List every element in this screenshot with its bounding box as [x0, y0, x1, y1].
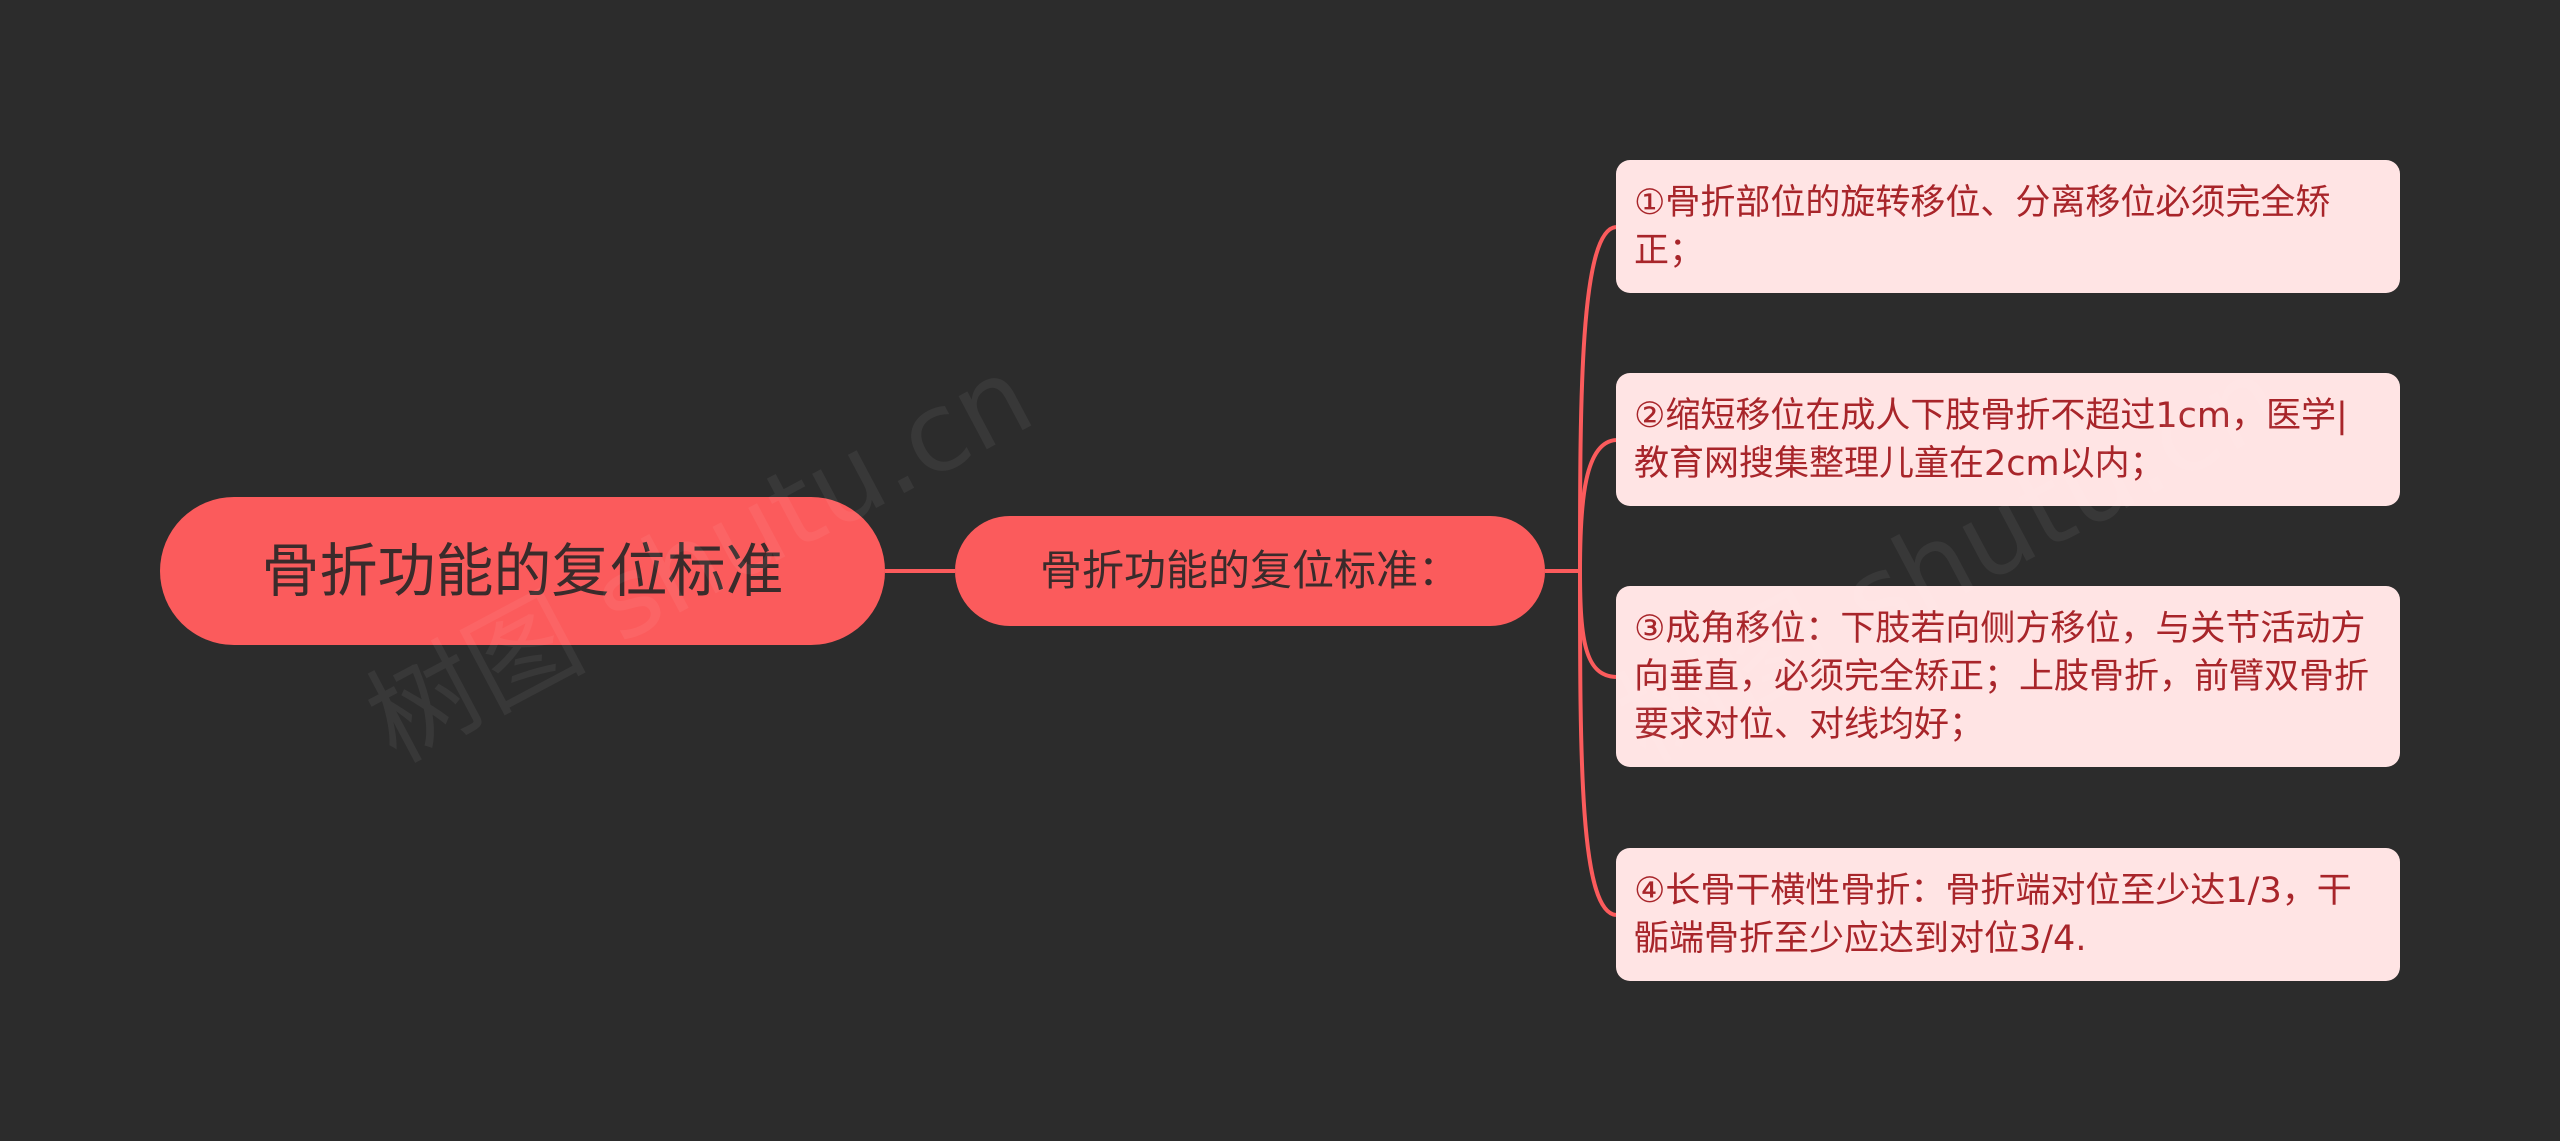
leaf-topic-label: ④长骨干横性骨折：骨折端对位至少达1/3，干骺端骨折至少应达到对位3/4. — [1634, 870, 2352, 959]
branch-topic-node[interactable]: 骨折功能的复位标准： — [955, 516, 1545, 626]
leaf-topic-label: ②缩短移位在成人下肢骨折不超过1cm，医学|教育网搜集整理儿童在2cm以内； — [1634, 395, 2348, 484]
branch-to-leaf-4-connector — [1578, 570, 1617, 917]
leaf-topic-node-1[interactable]: ①骨折部位的旋转移位、分离移位必须完全矫正； — [1616, 160, 2400, 293]
branch-topic-label: 骨折功能的复位标准： — [1039, 546, 1460, 595]
leaf-topic-node-4[interactable]: ④长骨干横性骨折：骨折端对位至少达1/3，干骺端骨折至少应达到对位3/4. — [1616, 848, 2400, 981]
leaf-topic-label: ①骨折部位的旋转移位、分离移位必须完全矫正； — [1634, 182, 2331, 271]
branch-to-leaf-1-connector — [1578, 225, 1617, 572]
branch-to-leaf-3-connector — [1578, 570, 1617, 679]
leaf-topic-node-2[interactable]: ②缩短移位在成人下肢骨折不超过1cm，医学|教育网搜集整理儿童在2cm以内； — [1616, 373, 2400, 506]
leaf-topic-label: ③成角移位：下肢若向侧方移位，与关节活动方向垂直，必须完全矫正；上肢骨折，前臂双… — [1634, 608, 2370, 745]
root-topic-label: 骨折功能的复位标准 — [261, 537, 784, 605]
leaf-topic-node-3[interactable]: ③成角移位：下肢若向侧方移位，与关节活动方向垂直，必须完全矫正；上肢骨折，前臂双… — [1616, 586, 2400, 767]
root-topic-node[interactable]: 骨折功能的复位标准 — [160, 497, 885, 645]
branch-to-leaf-2-connector — [1578, 438, 1617, 572]
